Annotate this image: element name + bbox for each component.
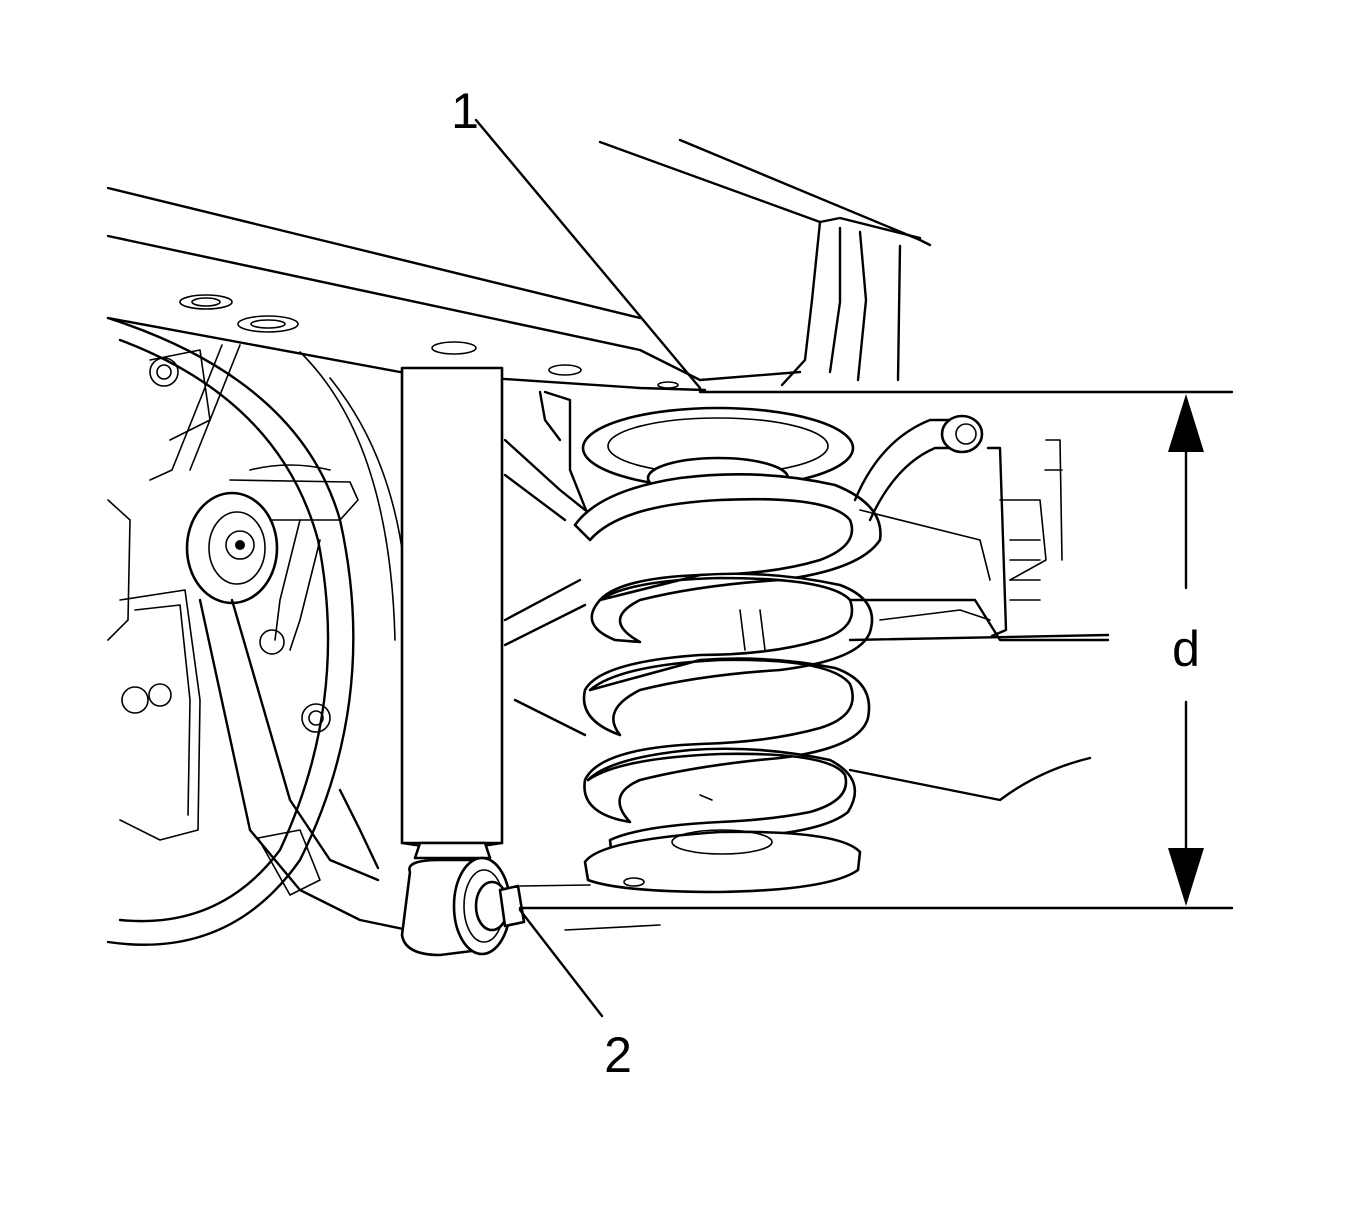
callout-2: 2 [604, 1027, 632, 1083]
callout-1: 1 [451, 83, 479, 139]
leader-lines [474, 118, 702, 1018]
coil-spring [538, 390, 882, 894]
dimension-d [518, 390, 1234, 910]
dimension-label-d: d [1172, 621, 1200, 677]
stabilizer-and-links [503, 414, 1110, 931]
shock-absorber [400, 366, 526, 957]
wheel-brake-assembly [106, 316, 410, 946]
underbody-panel [106, 138, 932, 392]
